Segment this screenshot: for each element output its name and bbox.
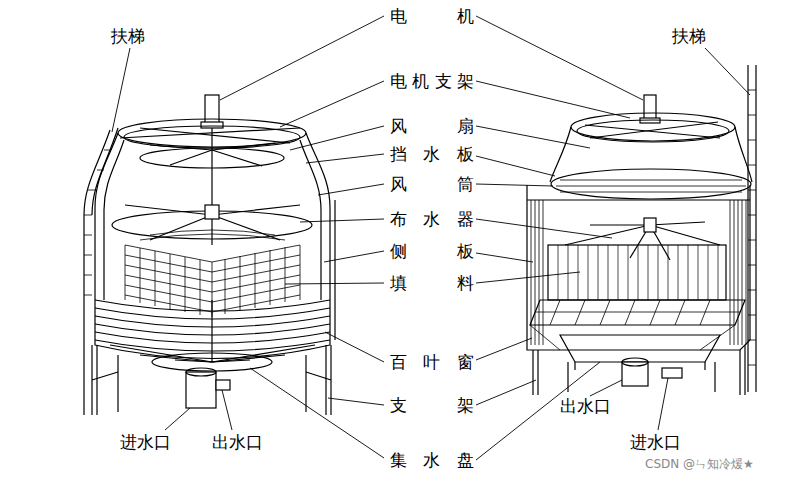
part-label: 集 水 盘 — [390, 450, 474, 470]
part-label: 扶梯 — [111, 26, 145, 46]
part-label: 进水口 — [630, 432, 681, 452]
part-label: 电机支架 — [390, 71, 474, 91]
part-label: 扶梯 — [672, 26, 706, 46]
part-label: 填 料 — [390, 273, 474, 293]
part-label: 风 扇 — [390, 116, 474, 136]
part-label: 挡 水 板 — [390, 144, 474, 164]
part-label: 出水口 — [560, 396, 611, 416]
part-label: 支 架 — [390, 395, 474, 415]
part-label: 风 筒 — [390, 174, 474, 194]
part-label: 电 机 — [390, 6, 474, 26]
watermark: CSDN @ㄣ知冷煖★ — [645, 457, 754, 471]
part-label: 侧 板 — [390, 241, 474, 261]
part-label: 布 水 器 — [390, 209, 474, 229]
part-label: 出水口 — [212, 432, 263, 452]
part-label: 进水口 — [120, 432, 171, 452]
round-tower — [84, 95, 335, 415]
part-label: 百 叶 窗 — [390, 352, 474, 372]
square-tower — [527, 65, 756, 395]
leader-lines — [112, 16, 750, 460]
